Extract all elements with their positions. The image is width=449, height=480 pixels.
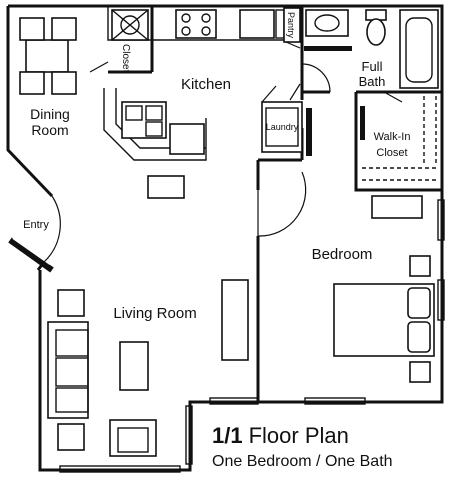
bedroom-furniture: [333, 195, 435, 383]
bathroom-fixtures: [301, 9, 439, 93]
kitchen-counter: [103, 88, 207, 161]
kitchen-appliances: [111, 9, 285, 41]
walkin-closet: [360, 91, 438, 181]
walkin-label-line1: Walk-In: [374, 131, 411, 143]
pantry: [283, 7, 301, 49]
kitchen-label: Kitchen: [181, 76, 231, 93]
closet-door: [89, 61, 109, 73]
entry-door: [8, 195, 61, 273]
plan-subtitle: One Bedroom / One Bath: [212, 453, 393, 470]
pantry-label: Pantry: [286, 12, 296, 39]
laundry-closet: [261, 83, 312, 156]
fixture-labels: Closet Pantry Laundry: [120, 12, 299, 132]
windows: [59, 199, 445, 473]
laundry-label: Laundry: [266, 122, 299, 132]
dining-label-line2: Room: [31, 122, 68, 138]
dining-table: [19, 17, 77, 95]
living-room-label: Living Room: [113, 305, 196, 322]
plan-title-number: 1/1: [212, 423, 243, 448]
bedroom-label: Bedroom: [312, 246, 373, 263]
closet-label: Closet: [120, 44, 131, 73]
full-bath-label-line2: Bath: [359, 74, 386, 89]
walkin-label-line2: Closet: [376, 147, 407, 159]
kitchen-stool: [147, 175, 185, 199]
plan-title-text: Floor Plan: [249, 423, 349, 448]
room-labels: Dining Room Kitchen Entry Living Room Be…: [23, 59, 410, 322]
full-bath-label-line1: Full: [362, 59, 383, 74]
bedroom-door: [257, 171, 307, 237]
living-furniture: [47, 279, 249, 457]
entry-label: Entry: [23, 219, 49, 231]
dining-label-line1: Dining: [30, 106, 70, 122]
